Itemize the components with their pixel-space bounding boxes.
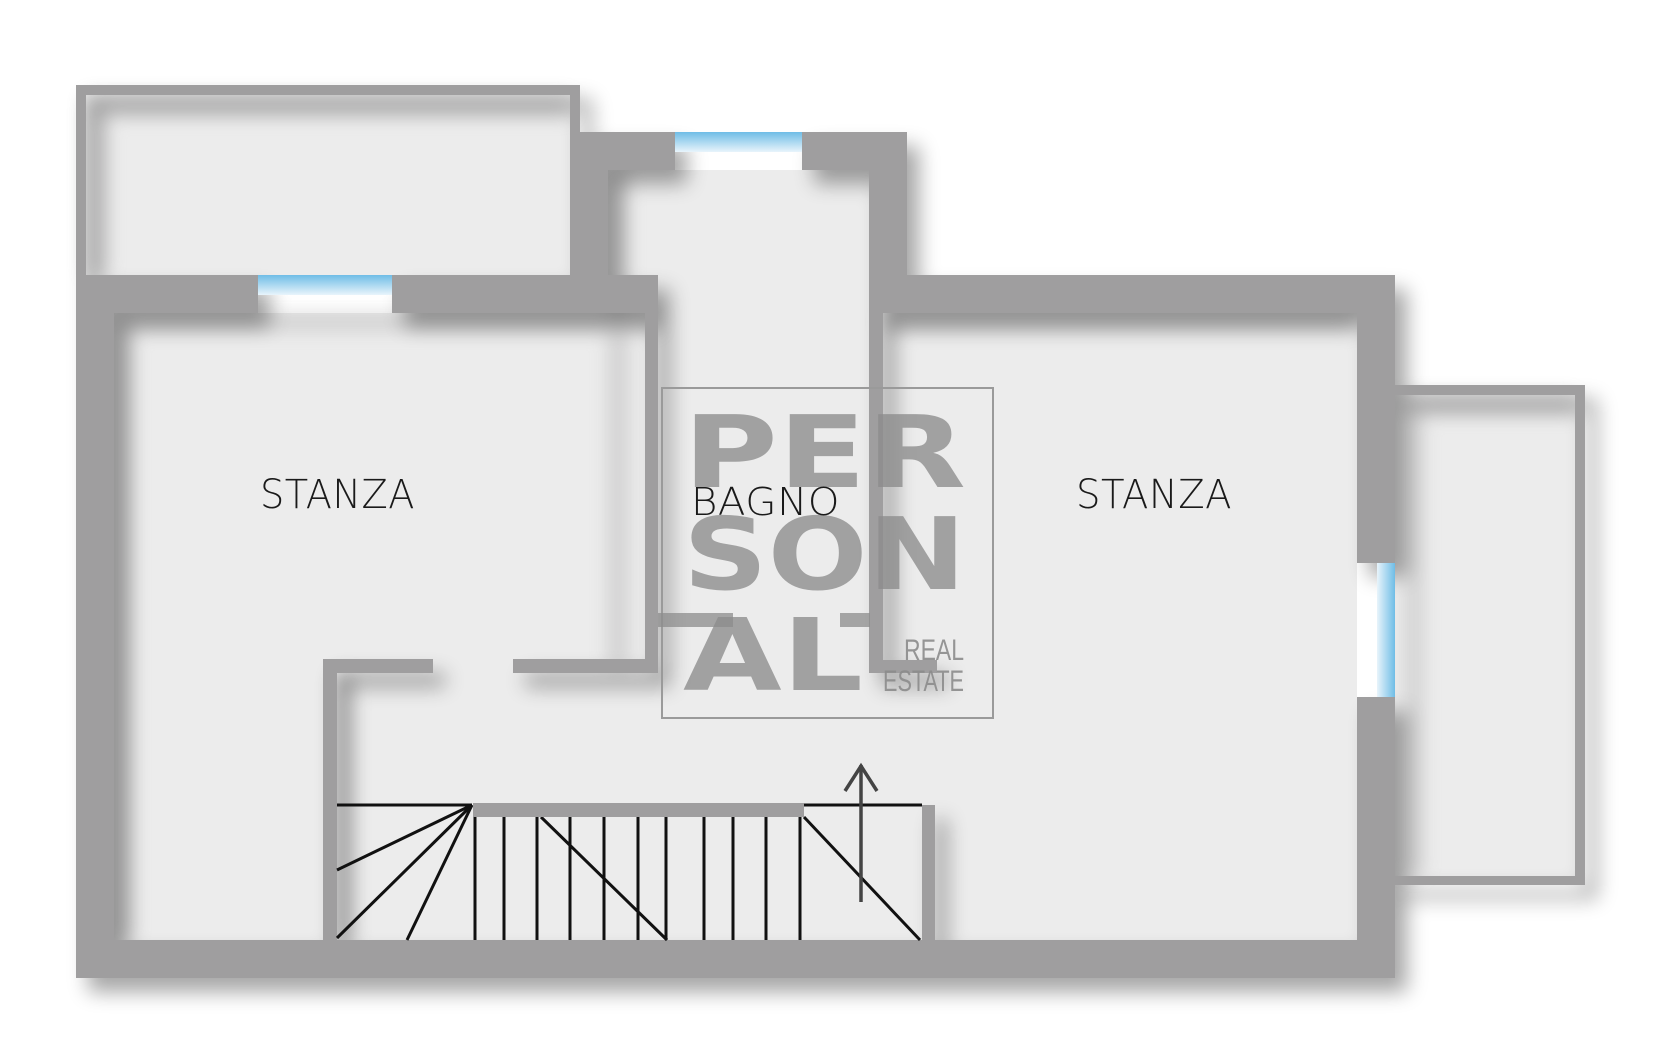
stairs: [335, 803, 922, 942]
wall-stair-divider: [323, 659, 337, 940]
balcony-right-frame-bottom: [1395, 876, 1585, 885]
wall-bagno-top-a: [570, 132, 675, 170]
window-stanza-left: [258, 275, 392, 295]
room-labels: STANZA BAGNO STANZA: [260, 472, 1232, 524]
watermark-line1: PER: [683, 394, 966, 511]
room-label-bagno: BAGNO: [691, 480, 840, 524]
walls: [76, 85, 1585, 978]
windows: [258, 132, 1395, 697]
watermark-logo: PER SON AL REAL ESTATE: [658, 387, 994, 719]
wall-top-left-a: [76, 275, 258, 313]
watermark-tag-estate: ESTATE: [883, 665, 964, 698]
wall-stair-post: [922, 805, 935, 940]
balcony-top-left-frame-left: [76, 85, 86, 275]
balcony-top-left-frame-right: [570, 85, 580, 177]
stair-landing-bar: [473, 803, 804, 817]
window-stanza-right: [1377, 563, 1395, 697]
wall-bottom: [76, 940, 1395, 978]
wall-top-left-b: [392, 275, 578, 313]
wall-top-right: [869, 275, 1395, 313]
wall-bagno-right-lower: [869, 300, 883, 673]
wall-door-left-seg: [323, 659, 433, 673]
window-bagno: [675, 132, 802, 152]
wall-right-lower: [1357, 697, 1395, 978]
watermark-tag-real: REAL: [904, 634, 964, 667]
watermark-bar-left: [658, 613, 733, 627]
watermark-bar-right: [840, 613, 870, 627]
balcony-right: [1395, 385, 1585, 885]
watermark-line2: SON: [683, 496, 966, 613]
balcony-top-left-frame-top: [76, 85, 577, 95]
watermark-frame: [661, 387, 994, 719]
wall-right-upper: [1357, 275, 1395, 563]
room-label-stanza-left: STANZA: [260, 472, 415, 518]
floor-areas: [76, 85, 1585, 940]
wall-left-outer: [76, 275, 114, 978]
wall-bagno-right-stub: [869, 660, 937, 673]
arrow-up-icon: [843, 762, 879, 902]
room-label-stanza-right: STANZA: [1076, 472, 1232, 518]
inner-shadows: [86, 95, 1575, 940]
stanza-left-floor: [113, 313, 658, 940]
wall-door-right-seg: [513, 659, 658, 673]
watermark-line3: AL: [683, 597, 863, 714]
stanza-right-floor: [657, 313, 1357, 940]
balcony-right-frame-right: [1575, 385, 1585, 885]
balcony-right-frame-top: [1395, 385, 1585, 395]
wall-bagno-left-lower: [645, 300, 658, 673]
